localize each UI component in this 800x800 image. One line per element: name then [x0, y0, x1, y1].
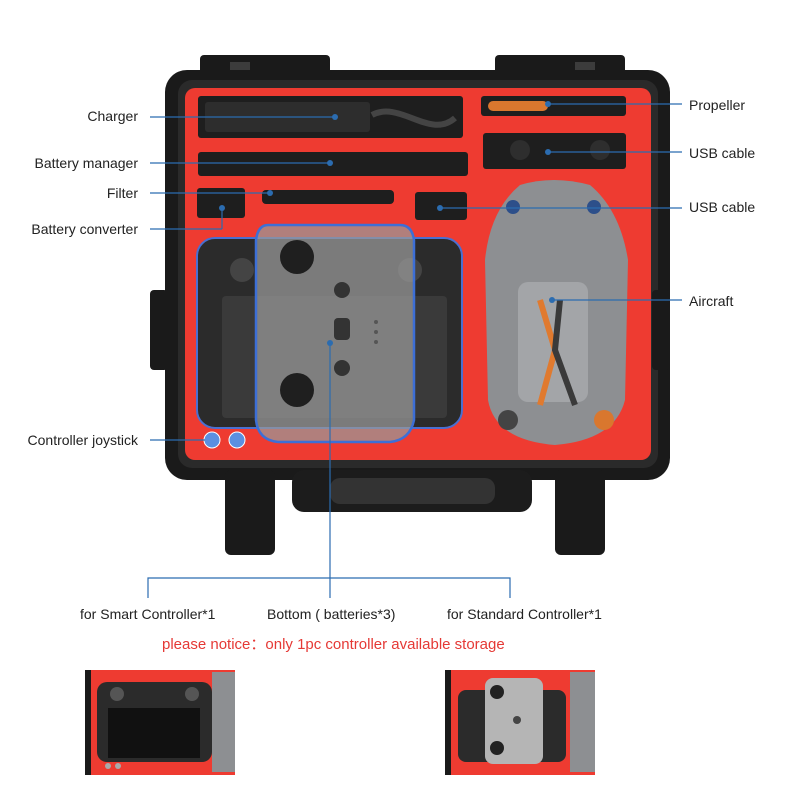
caption-smart-controller: for Smart Controller*1 [80, 606, 216, 622]
filter-slot [262, 190, 394, 204]
label-controller-joystick: Controller joystick [27, 432, 138, 448]
label-usb-cable-2: USB cable [689, 199, 756, 215]
thumbnail-standard-controller [445, 670, 595, 775]
label-charger: Charger [87, 108, 138, 124]
battery-manager-slot [198, 152, 468, 176]
label-aircraft: Aircraft [689, 293, 734, 309]
label-battery-manager: Battery manager [34, 155, 139, 171]
thumbnail-smart-controller [85, 670, 235, 775]
stick-pad-1 [203, 431, 221, 449]
callout-lines [147, 103, 682, 598]
label-usb-cable-1: USB cable [689, 145, 756, 161]
joystick-bottom [280, 373, 314, 407]
caption-bottom-batteries: Bottom ( batteries*3) [267, 606, 396, 622]
caption-standard-controller: for Standard Controller*1 [447, 606, 602, 622]
label-propeller: Propeller [689, 97, 746, 113]
label-filter: Filter [106, 185, 138, 201]
joystick-top [280, 240, 314, 274]
battery-converter-slot [197, 188, 245, 218]
stick-pad-2 [228, 431, 246, 449]
notice-text: please notice：only 1pc controller availa… [162, 636, 505, 653]
label-battery-converter: Battery converter [31, 221, 138, 237]
bottom-latch-right [555, 470, 605, 555]
bottom-latch-left [225, 470, 275, 555]
